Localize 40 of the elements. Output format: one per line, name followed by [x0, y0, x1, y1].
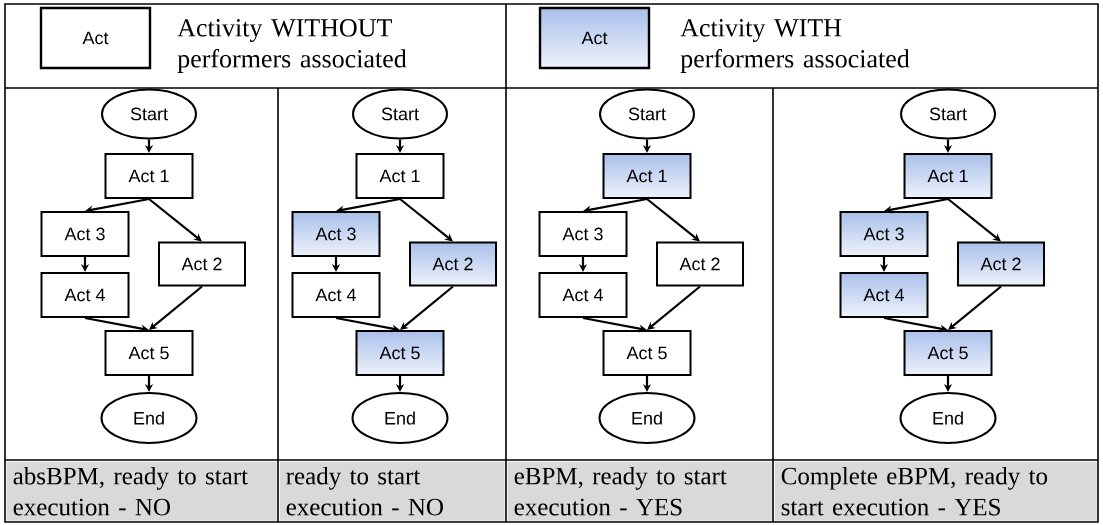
caption-cell: Complete eBPM, ready to start execution - YES — [774, 461, 1097, 521]
legend-text: Activity WITH performers associated — [680, 19, 910, 73]
activity-box: Act 5 — [903, 330, 993, 376]
caption-cell: absBPM, ready to start execution - NO — [6, 461, 277, 521]
activity-box: Act 3 — [538, 211, 628, 257]
activity-box: Act 2 — [158, 241, 246, 287]
activity-box: Act 4 — [538, 272, 628, 318]
activity-box: Act 1 — [602, 153, 692, 199]
activity-box: Act 3 — [291, 211, 381, 257]
activity-box: Act 2 — [409, 241, 497, 287]
caption-cell: eBPM, ready to start execution - YES — [507, 461, 772, 521]
activity-box: Act 4 — [40, 272, 130, 318]
activity-box: Act 3 — [839, 211, 929, 257]
activity-box: Act 3 — [40, 211, 130, 257]
arrow — [399, 198, 453, 242]
legend-text: Activity WITHOUT performers associated — [177, 19, 407, 73]
arrow — [583, 197, 648, 214]
arrow — [85, 197, 150, 214]
arrow — [148, 198, 202, 242]
swatch-label: Act — [82, 31, 109, 45]
arrow — [647, 285, 701, 330]
activity-box: Act 5 — [602, 330, 692, 376]
caption-cell: ready to start execution - NO — [279, 461, 505, 521]
arrow — [947, 198, 1001, 242]
arrow — [646, 198, 700, 242]
activity-box: Act 4 — [291, 272, 381, 318]
activity-box: Act 1 — [104, 153, 194, 199]
arrow — [400, 285, 454, 330]
swatch-label: Act — [581, 31, 608, 45]
activity-box: Act 2 — [656, 241, 744, 287]
activity-box: Act 1 — [903, 153, 993, 199]
arrow — [149, 285, 203, 330]
arrow — [884, 197, 949, 214]
activity-box: Act 5 — [355, 330, 445, 376]
activity-box: Act 4 — [839, 272, 929, 318]
arrow — [336, 197, 401, 214]
activity-box: Act 1 — [355, 153, 445, 199]
activity-box: Act 2 — [957, 241, 1045, 287]
activity-box: Act 5 — [104, 330, 194, 376]
arrow — [948, 285, 1002, 330]
